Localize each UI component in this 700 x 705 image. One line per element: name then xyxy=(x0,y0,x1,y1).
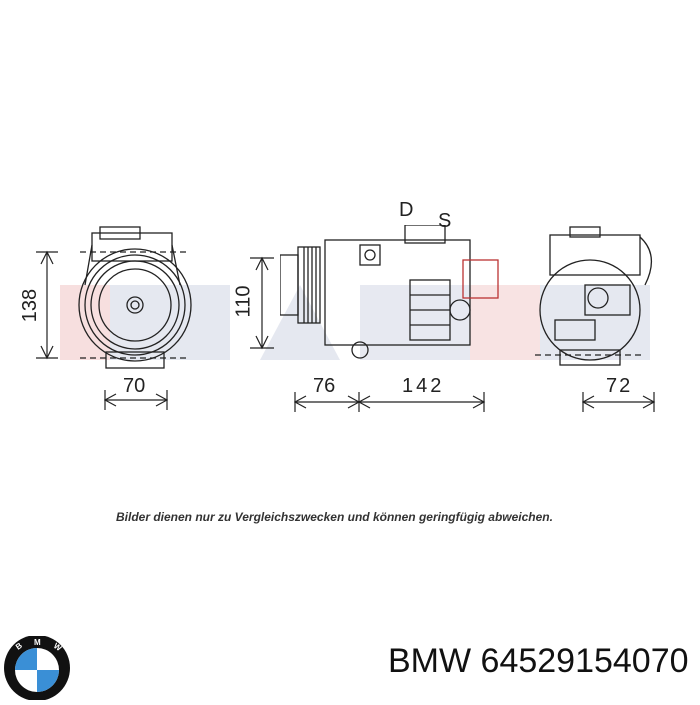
port-label-s: S xyxy=(438,210,452,232)
dimension-70-line xyxy=(103,390,169,410)
compressor-side-drawing xyxy=(279,224,499,359)
dimension-138-line xyxy=(36,250,58,360)
svg-text:W: W xyxy=(52,641,64,653)
front-view xyxy=(70,225,200,370)
rear-view xyxy=(530,225,660,370)
dimension-70-label: 70 xyxy=(123,375,146,397)
dimension-72-line xyxy=(581,392,656,412)
dimension-110-label: 110 xyxy=(232,285,255,318)
disclaimer-caption: Bilder dienen nur zu Vergleichszwecken u… xyxy=(116,510,553,524)
port-label-d: D xyxy=(399,199,414,221)
dimension-72-label: 72 xyxy=(606,375,633,397)
bmw-logo-icon: B M W xyxy=(2,635,72,701)
dimension-138-label: 138 xyxy=(19,288,42,323)
svg-text:M: M xyxy=(34,638,41,647)
side-view xyxy=(279,224,510,375)
dimension-110-line xyxy=(250,256,274,350)
compressor-rear-drawing xyxy=(535,226,652,366)
dimension-142-label: 142 xyxy=(402,375,445,397)
part-number-label: BMW 64529154070 xyxy=(388,642,689,680)
compressor-front-drawing xyxy=(78,226,192,369)
svg-text:B: B xyxy=(14,641,24,652)
dimension-76-142-line xyxy=(293,392,486,412)
dimension-76-label: 76 xyxy=(313,375,336,397)
